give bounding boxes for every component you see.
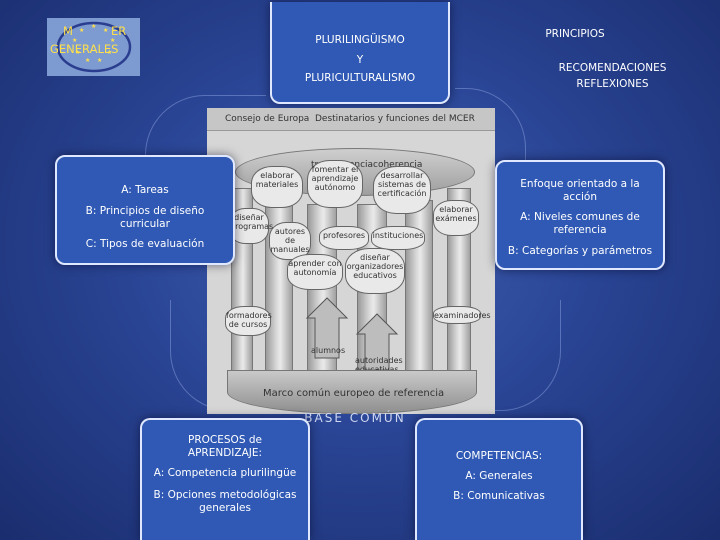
recommendations-text: RECOMENDACIONES (540, 62, 685, 75)
plurilingualism-line1: PLURILINGÜISMO (272, 34, 448, 47)
competences-line3: B: Comunicativas (417, 490, 581, 503)
action-line3: B: Categorías y parámetros (497, 245, 663, 258)
competences-box: COMPETENCIAS: A: Generales B: Comunicati… (415, 418, 583, 540)
logo-generales: GENERALES (50, 42, 118, 56)
tasks-line1: A: Tareas (63, 184, 227, 197)
figure-label-alumnos: alumnos (311, 346, 345, 355)
svg-text:★: ★ (79, 27, 84, 34)
cefr-diagram-image: Consejo de Europa Destinatarios y funcio… (207, 108, 495, 414)
tasks-box: A: Tareas B: Principios de diseño curric… (55, 155, 235, 265)
principles-title: PRINCIPIOS (520, 28, 630, 41)
figure-arrows-icon (207, 108, 495, 414)
competences-line2: A: Generales (417, 470, 581, 483)
tasks-line2: B: Principios de diseño curricular (63, 205, 227, 231)
logo-letter-m: M (63, 24, 73, 38)
svg-text:★: ★ (91, 23, 96, 30)
svg-text:★: ★ (103, 27, 108, 34)
svg-text:★: ★ (85, 57, 90, 64)
plurilingualism-line3: PLURICULTURALISMO (272, 72, 448, 85)
learning-processes-box: PROCESOS de APRENDIZAJE: A: Competencia … (140, 418, 310, 540)
tasks-line3: C: Tipos de evaluación (63, 238, 227, 251)
learning-line3: B: Opciones metodológicas generales (146, 489, 304, 515)
learning-line1: PROCESOS de APRENDIZAJE: (162, 434, 288, 460)
action-line2: A: Niveles comunes de referencia (503, 211, 657, 237)
action-line1: Enfoque orientado a la acción (503, 178, 657, 204)
mcer-logo: ★★★ ★★★ ★★★ M ER GENERALES (47, 18, 140, 76)
learning-line2: A: Competencia plurilingüe (142, 467, 308, 480)
competences-line1: COMPETENCIAS: (417, 450, 581, 463)
logo-letters-er: ER (111, 24, 126, 38)
action-approach-box: Enfoque orientado a la acción A: Niveles… (495, 160, 665, 270)
plurilingualism-line2: Y (272, 54, 448, 67)
plurilingualism-box: PLURILINGÜISMO Y PLURICULTURALISMO (270, 2, 450, 104)
reflections-text: REFLEXIONES (540, 78, 685, 91)
figure-label-marco: Marco común europeo de referencia (263, 388, 444, 399)
base-comun-text: BASE COMÚN (290, 412, 420, 425)
svg-text:★: ★ (97, 57, 102, 64)
